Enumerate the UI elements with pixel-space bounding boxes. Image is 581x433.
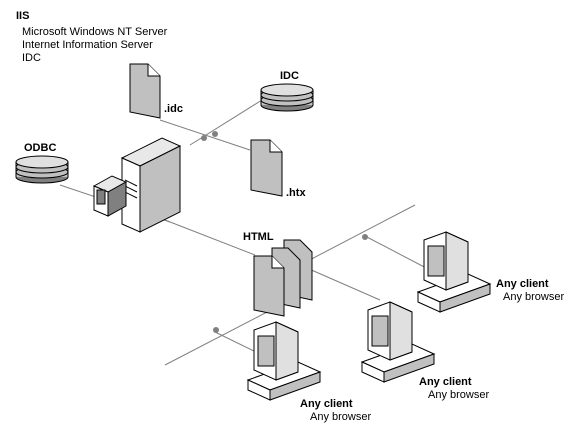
iis-item-iis: Internet Information Server [22,39,153,51]
htx-file-label: .htx [286,187,306,199]
client-computer-icon [360,301,436,383]
odbc-database-icon [15,155,69,184]
client-computer-icon [246,321,322,401]
iis-item-nt-server: Microsoft Windows NT Server [22,26,168,38]
connection-nodes [201,131,368,333]
client-title: Any client [419,376,472,388]
client-title: Any client [496,278,549,290]
node-dot [213,327,219,333]
node-dot [362,234,368,240]
iis-item-idc: IDC [22,52,41,64]
html-documents-icon [253,239,313,317]
client-subtitle: Any browser [310,411,372,423]
client-subtitle: Any browser [503,291,565,303]
odbc-label: ODBC [24,142,57,154]
client-computer-icon [416,231,492,313]
idc-file-label: .idc [164,103,183,115]
iis-title: IIS [16,10,30,22]
idc-label: IDC [280,70,299,82]
server-icon [92,137,182,233]
client-title: Any client [300,398,353,410]
idc-file-icon [129,63,161,119]
idc-database-icon [260,83,314,112]
node-dot [212,131,218,137]
client-subtitle: Any browser [428,389,490,401]
htx-file-icon [250,139,283,197]
html-label: HTML [243,231,274,243]
node-dot [201,135,207,141]
